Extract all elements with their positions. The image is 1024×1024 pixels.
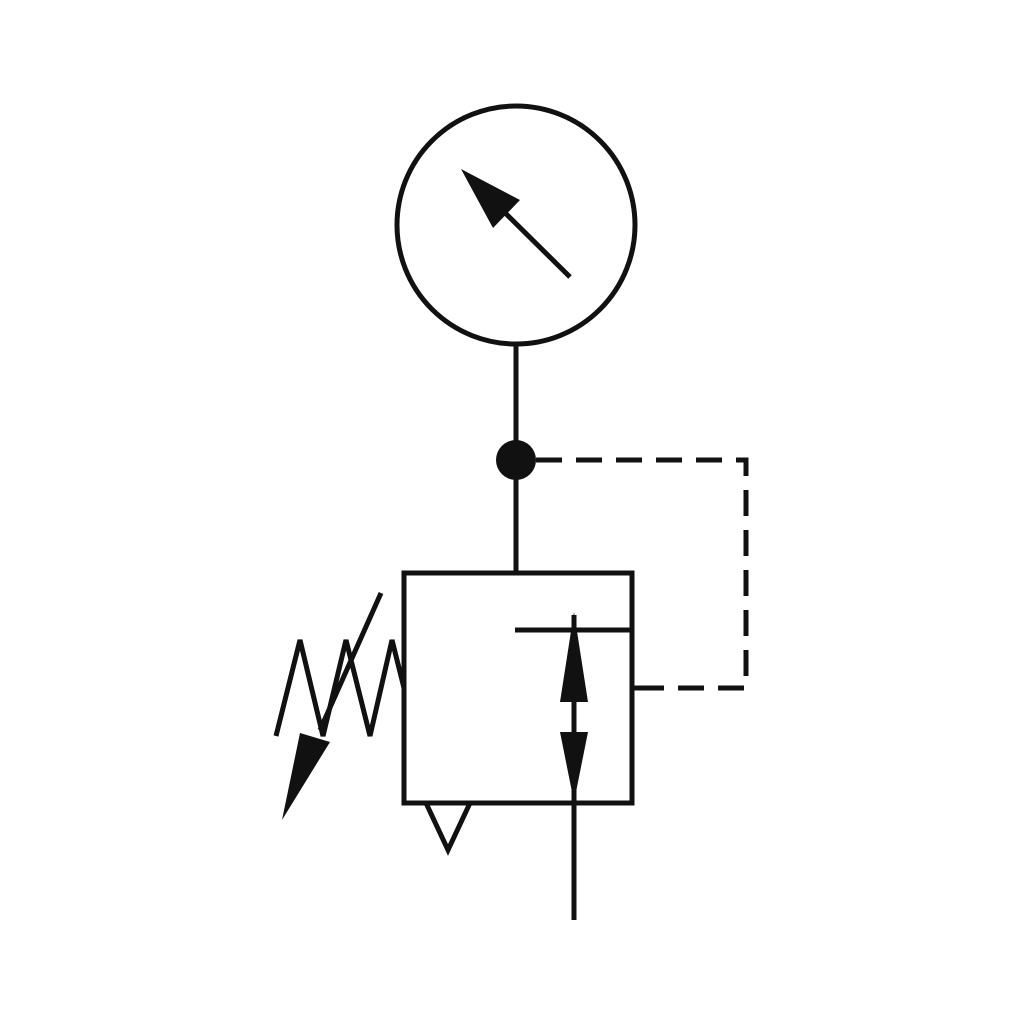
pilot-line (536, 457, 749, 691)
flow-arrow (560, 612, 588, 920)
exhaust-port (423, 801, 473, 856)
valve-body (401, 570, 635, 806)
gauge-needle-arrowhead (461, 169, 520, 228)
adjustment-arrow (282, 591, 384, 820)
spring-icon (273, 639, 407, 737)
adjustment-arrowhead (282, 733, 330, 820)
junction-dot (496, 440, 536, 480)
pressure-gauge (394, 103, 638, 347)
adjustment-line (317, 591, 384, 732)
arrowhead-up (560, 612, 588, 702)
arrowhead-down (560, 732, 588, 802)
